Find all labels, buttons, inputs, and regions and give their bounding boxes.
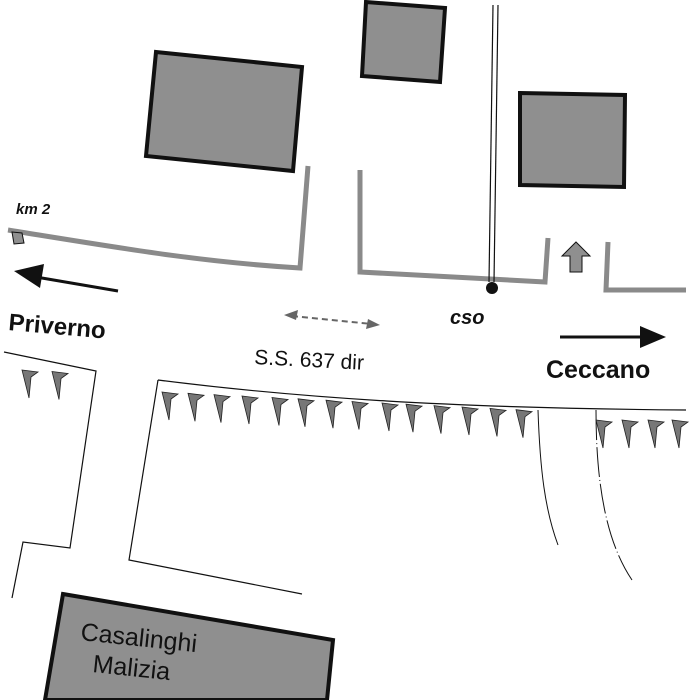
road-edge-south [157,379,687,411]
building-casalinghi-malizia [42,591,336,700]
double-arrow-icon [284,310,380,329]
side-street-line-right [493,4,499,283]
up-arrow-icon [560,241,592,273]
hedge-marker [21,369,40,399]
cso-marker-dot [486,282,498,294]
building-northwest [0,0,1,1]
hedge-row [21,369,690,449]
hedge-marker [297,398,316,427]
road-edge-north-west [7,165,311,271]
hedge-marker [671,419,690,449]
cso-label: cso [450,307,484,329]
building-top-left [143,49,305,174]
hedge-marker [51,371,70,400]
side-street-line-left [488,4,494,283]
hedge-marker [433,405,452,434]
hedge-marker [351,401,370,430]
road-edge-north-middle [357,170,551,285]
arrow-west-icon [14,264,119,293]
block-southwest [3,351,97,599]
hedge-marker [213,394,232,423]
curved-road-right [595,409,633,581]
km-label: km 2 [16,201,51,218]
hedge-marker [621,419,640,449]
hedge-marker [161,391,180,421]
km-sign-icon [11,231,25,245]
hedge-marker [461,406,480,436]
arrow-east-icon [560,326,666,348]
hedge-marker [489,407,508,437]
hedge-marker [405,403,424,433]
hedge-marker [647,419,666,449]
road-edge-north-east [603,241,686,293]
hedge-marker [381,402,400,432]
hedge-marker [271,397,290,426]
hedge-marker [515,409,534,438]
hedge-marker [187,392,206,422]
building-top-right [518,90,628,190]
ceccano-label: Ceccano [546,356,650,384]
block-south [128,379,303,595]
hedge-marker [241,395,260,425]
building-top-center [359,0,448,85]
road-label: S.S. 637 dir [254,346,365,375]
curved-road-left [537,409,559,546]
hedge-marker [325,399,344,429]
hedge-marker [595,419,614,449]
priverno-label: Priverno [7,309,106,344]
